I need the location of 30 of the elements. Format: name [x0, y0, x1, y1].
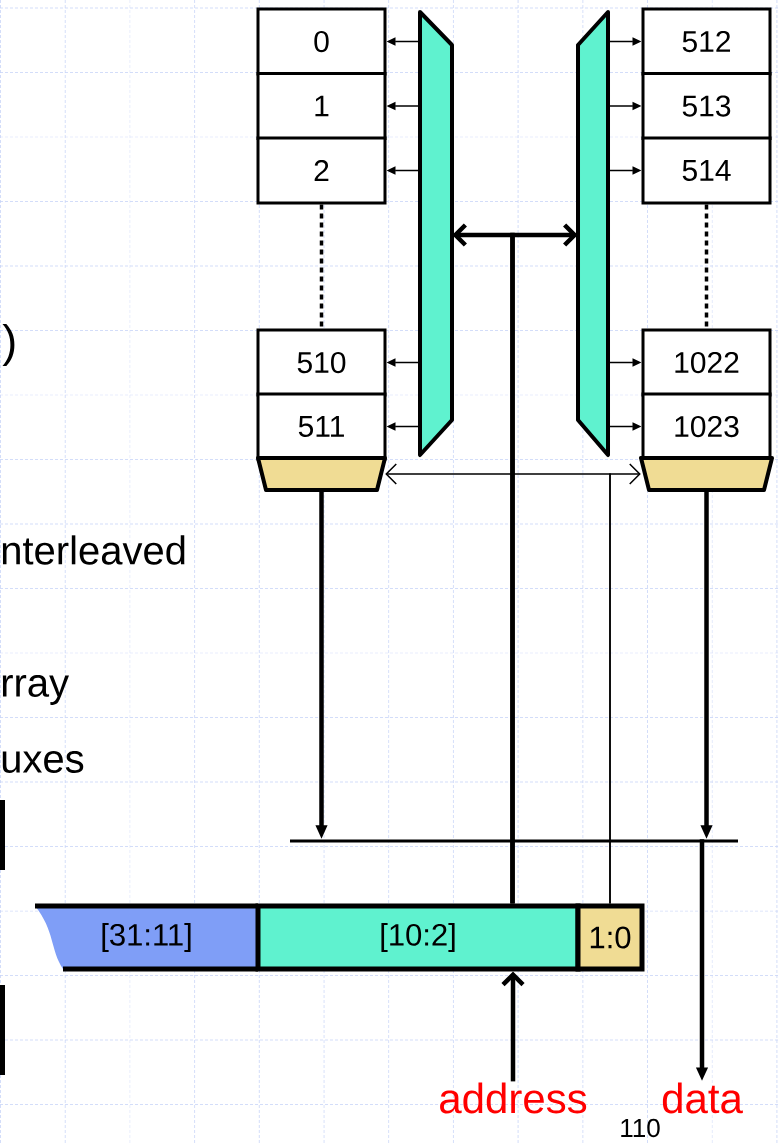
memory-cell: 1023 [641, 392, 772, 461]
multiplexer [418, 10, 454, 457]
signal-label: data [662, 1082, 743, 1114]
address-field: 1:0 [575, 903, 645, 972]
memory-cell: 2 [256, 136, 387, 205]
sense-amplifier [256, 456, 387, 492]
memory-cell: 510 [256, 328, 387, 397]
slide-text: uxes [2, 751, 84, 773]
slide-text: nterleaved [2, 535, 185, 565]
signal-label: address [440, 1082, 587, 1114]
memory-cell: 511 [256, 392, 387, 461]
slide-text: ) [2, 324, 15, 366]
arrow [609, 463, 641, 905]
sense-amplifier [639, 456, 774, 492]
multiplexer [576, 10, 610, 457]
memory-cell: 1 [256, 72, 387, 140]
memory-cell: 513 [641, 72, 772, 140]
arrow [510, 223, 578, 904]
memory-cell: 0 [256, 7, 387, 76]
memory-cell: 514 [641, 136, 772, 205]
address-field: [31:11] [32, 903, 261, 972]
address-field: [10:2] [255, 903, 581, 972]
memory-cell: 1022 [641, 328, 772, 397]
memory-cell: 512 [641, 7, 772, 76]
arrow [501, 971, 525, 1082]
output-bus [290, 839, 738, 843]
dotted-line [704, 204, 709, 329]
dotted-line [319, 204, 324, 329]
page-number: 110 [621, 1118, 660, 1138]
slide-text: rray [2, 675, 69, 705]
